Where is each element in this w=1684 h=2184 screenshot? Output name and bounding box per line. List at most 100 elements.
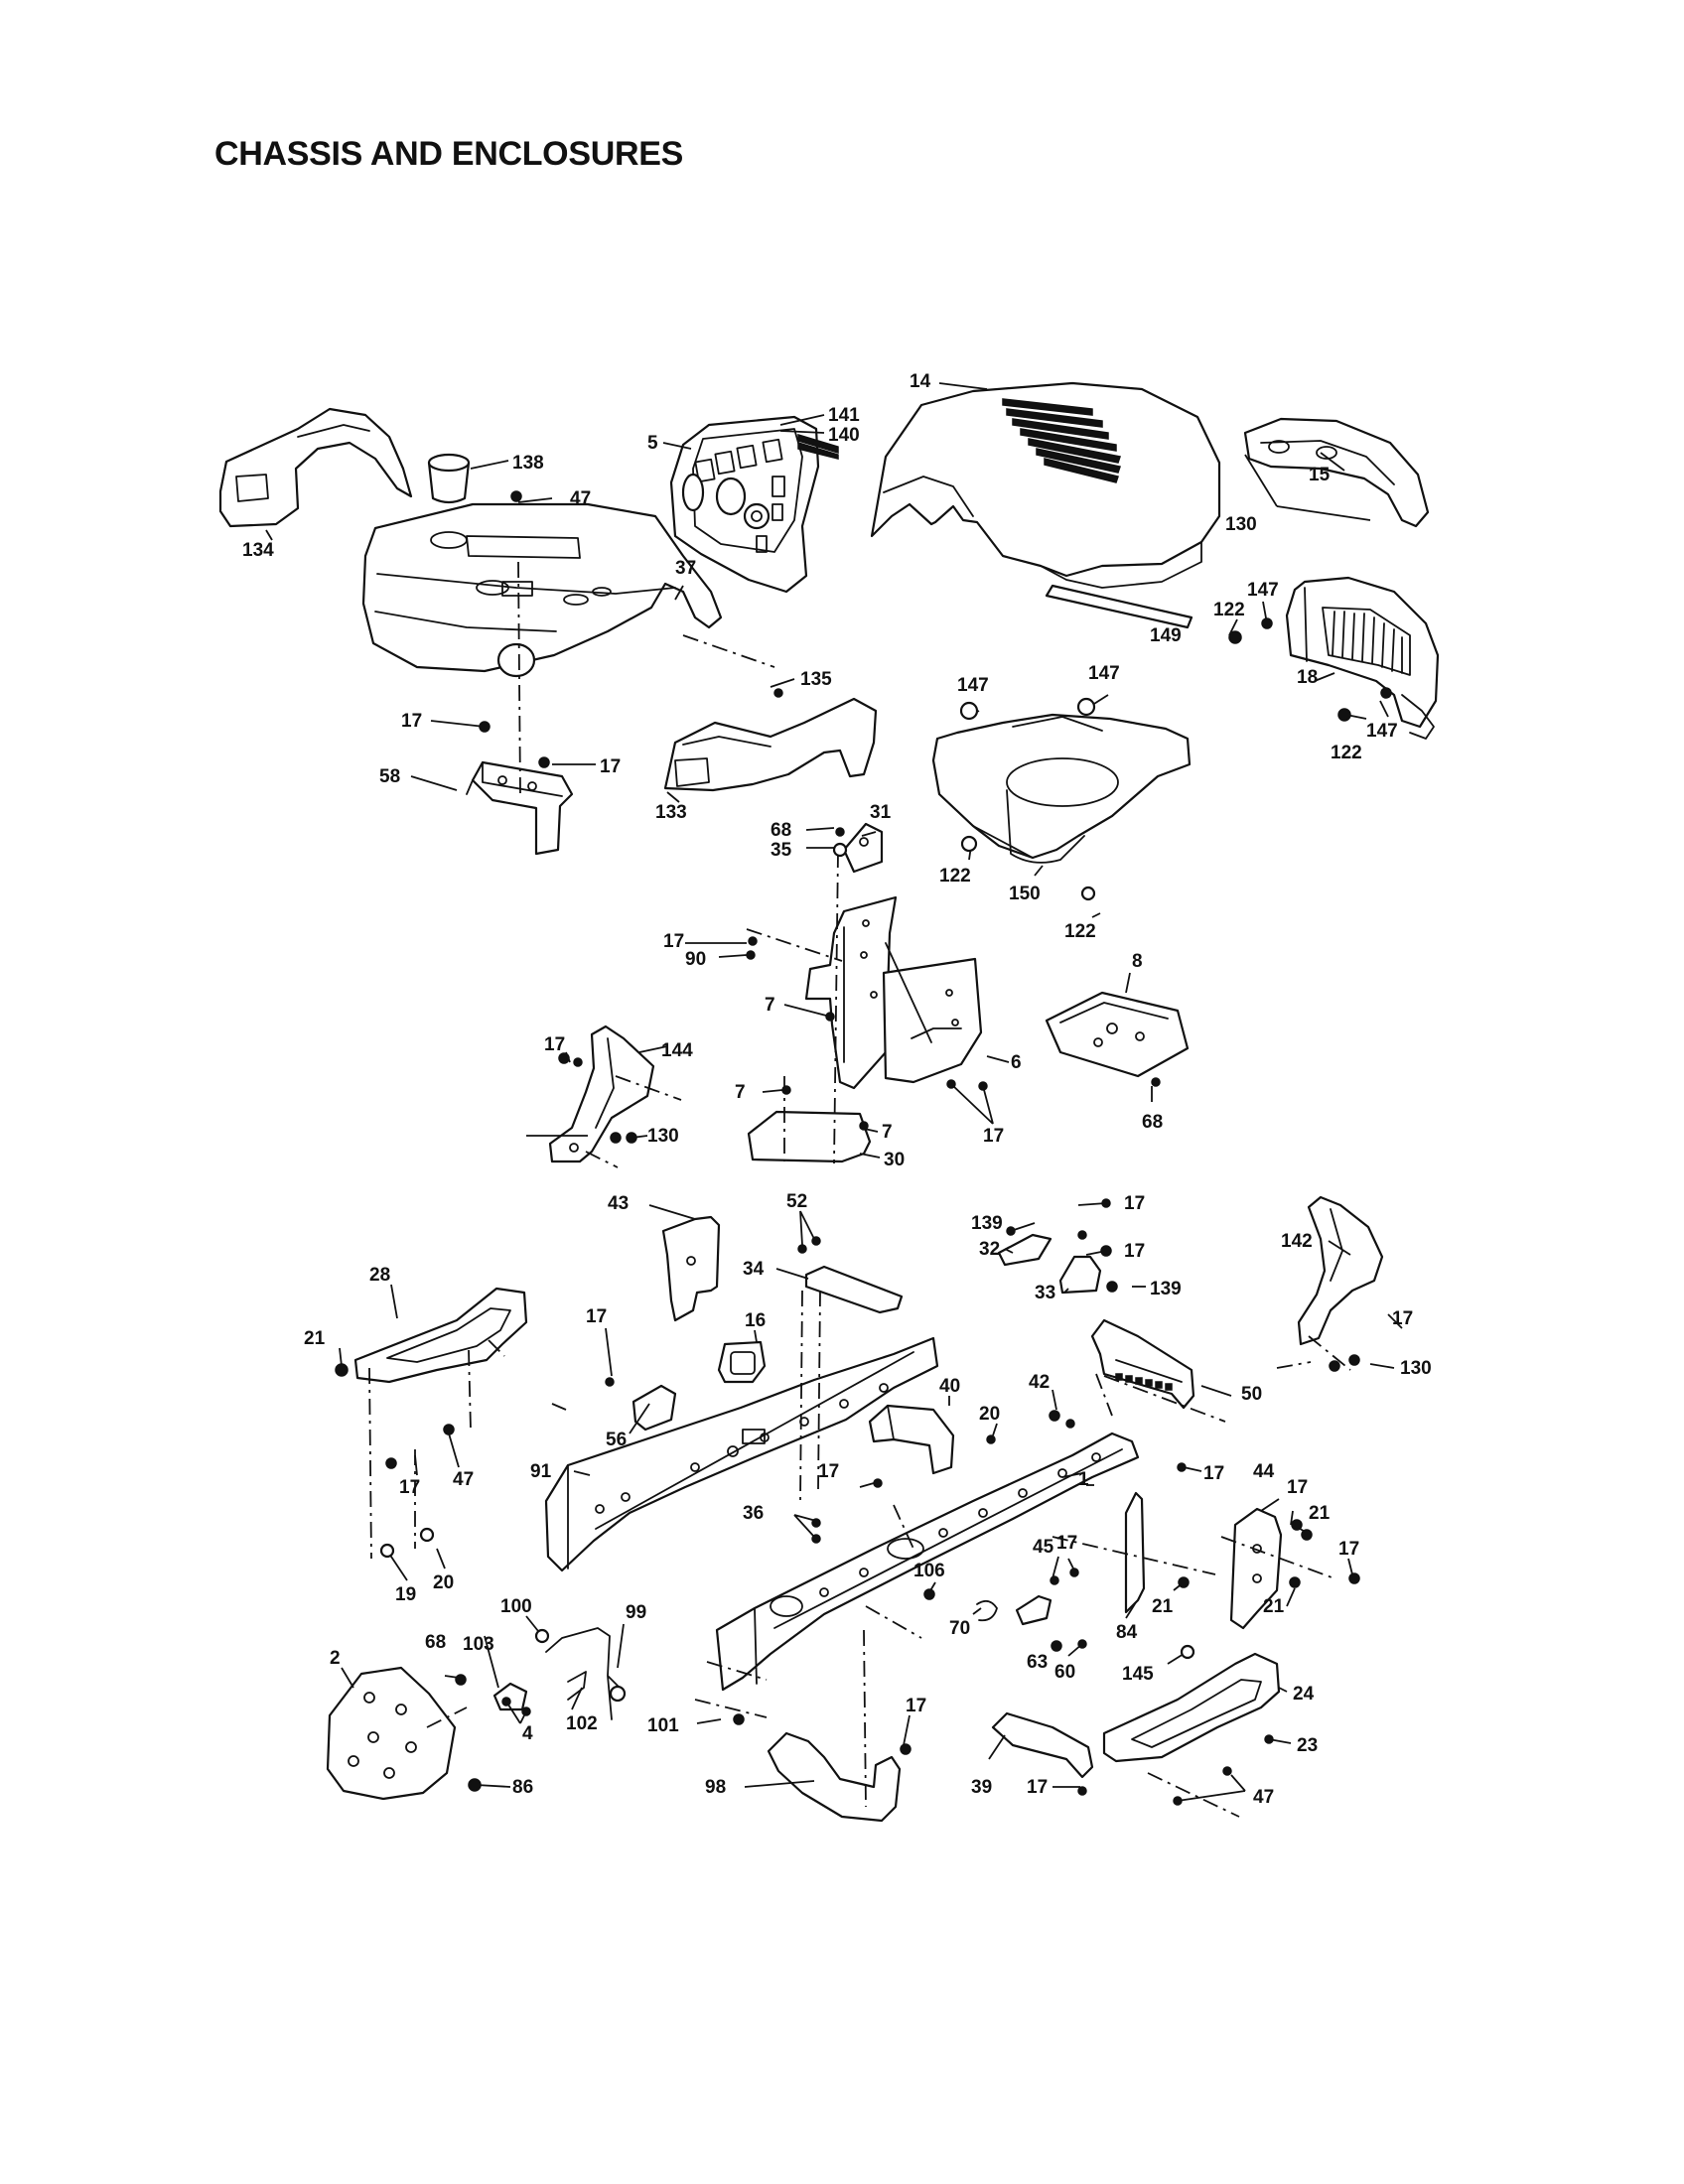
dash-panel-5: [669, 415, 839, 594]
callout-99: 99: [626, 1602, 646, 1623]
panel-6: [804, 895, 983, 1090]
bracket-43: [661, 1215, 721, 1322]
callout-17-q: 17: [1027, 1777, 1048, 1798]
bracket-31: [842, 822, 884, 874]
callout-142: 142: [1281, 1231, 1313, 1252]
callout-32: 32: [979, 1239, 1000, 1260]
callout-17-k: 17: [399, 1477, 420, 1498]
callout-60: 60: [1054, 1662, 1075, 1683]
footrest-24: [1102, 1652, 1281, 1763]
callout-122-a: 122: [1213, 600, 1245, 620]
bracket-56: [632, 1384, 677, 1432]
spring-70: [976, 1599, 998, 1622]
frame-rail-91: [544, 1336, 939, 1572]
grommet-16: [717, 1340, 767, 1384]
callout-147-d: 147: [1088, 663, 1120, 684]
callout-33: 33: [1035, 1283, 1055, 1303]
callout-86: 86: [512, 1777, 533, 1798]
callout-17-f: 17: [1124, 1193, 1145, 1214]
bracket-50: [1090, 1318, 1195, 1410]
callout-149: 149: [1150, 625, 1182, 646]
rod-99: [545, 1627, 627, 1720]
bracket-44: [1229, 1507, 1283, 1630]
plate-8: [1045, 991, 1190, 1078]
callout-21-b: 21: [1309, 1503, 1331, 1524]
fastener-hardware: [335, 490, 1392, 1806]
callout-90: 90: [685, 949, 706, 970]
callout-139-b: 139: [1150, 1279, 1182, 1299]
callout-47-mid: 47: [453, 1469, 474, 1490]
bracket-103: [492, 1682, 528, 1711]
callout-35: 35: [771, 840, 792, 861]
callout-150: 150: [1009, 884, 1041, 904]
callout-15: 15: [1309, 465, 1331, 485]
callout-58: 58: [379, 766, 400, 787]
fender-panel-134: [218, 407, 413, 528]
callout-144: 144: [661, 1040, 693, 1061]
bracket-40: [868, 1404, 955, 1475]
callout-47-bottom: 47: [1253, 1787, 1274, 1808]
callout-7-a: 7: [765, 995, 775, 1016]
page-title: CHASSIS AND ENCLOSURES: [214, 135, 683, 173]
hood-support-150: [931, 713, 1192, 864]
callout-140: 140: [828, 425, 860, 446]
footrest-28: [353, 1287, 528, 1384]
callout-141: 141: [828, 405, 860, 426]
callout-21-c: 21: [1152, 1596, 1174, 1617]
callout-17-j: 17: [1203, 1463, 1224, 1484]
cup-holder-138: [427, 453, 471, 504]
callout-20-a: 20: [979, 1404, 1000, 1425]
callout-14: 14: [910, 371, 931, 392]
callout-133: 133: [655, 802, 687, 823]
grille-18: [1285, 576, 1440, 740]
callout-7-c: 7: [882, 1122, 893, 1143]
callout-8: 8: [1132, 951, 1143, 972]
callout-56: 56: [606, 1430, 627, 1450]
callout-102: 102: [566, 1713, 598, 1734]
callout-19: 19: [395, 1584, 416, 1605]
assembly-centerlines: [368, 561, 1351, 1818]
plate-2: [326, 1666, 457, 1801]
callout-68-c: 68: [425, 1632, 446, 1653]
callout-17-m: 17: [818, 1461, 839, 1482]
callout-122-b: 122: [1331, 743, 1362, 763]
callout-122-d: 122: [1064, 921, 1096, 942]
callout-17-d: 17: [544, 1034, 565, 1055]
callout-147-a: 147: [1247, 580, 1279, 601]
callout-37: 37: [675, 558, 696, 579]
callout-17-n: 17: [1338, 1539, 1359, 1560]
callout-101: 101: [647, 1715, 679, 1736]
callout-23: 23: [1297, 1735, 1318, 1756]
callout-1: 1: [1078, 1469, 1089, 1490]
callout-21-d: 21: [1263, 1596, 1285, 1617]
callout-135: 135: [800, 669, 832, 690]
bracket-33: [1058, 1255, 1102, 1295]
callout-17-p: 17: [906, 1696, 926, 1716]
fender-37: [361, 502, 723, 678]
callout-130-top: 130: [1225, 514, 1257, 535]
callout-68-a: 68: [771, 820, 791, 841]
callout-28: 28: [369, 1265, 390, 1286]
callout-103: 103: [463, 1634, 494, 1655]
callout-68-b: 68: [1142, 1112, 1163, 1133]
callout-106: 106: [913, 1561, 945, 1581]
callout-45: 45: [1033, 1537, 1054, 1558]
callout-34: 34: [743, 1259, 765, 1280]
callout-147-b: 147: [1366, 721, 1398, 742]
callout-30: 30: [884, 1150, 905, 1170]
callout-17-e: 17: [983, 1126, 1004, 1147]
callout-2: 2: [330, 1648, 341, 1669]
callout-50: 50: [1241, 1384, 1262, 1405]
callout-63: 63: [1027, 1652, 1048, 1673]
callout-39: 39: [971, 1777, 992, 1798]
callout-7-b: 7: [735, 1082, 746, 1103]
callout-47-top: 47: [570, 488, 591, 509]
callout-17-a: 17: [401, 711, 422, 732]
callout-145: 145: [1122, 1664, 1154, 1685]
callout-100: 100: [500, 1596, 532, 1617]
callout-44: 44: [1253, 1461, 1275, 1482]
callout-17-l: 17: [1287, 1477, 1308, 1498]
callout-5: 5: [647, 433, 658, 454]
callout-17-g: 17: [1124, 1241, 1145, 1262]
